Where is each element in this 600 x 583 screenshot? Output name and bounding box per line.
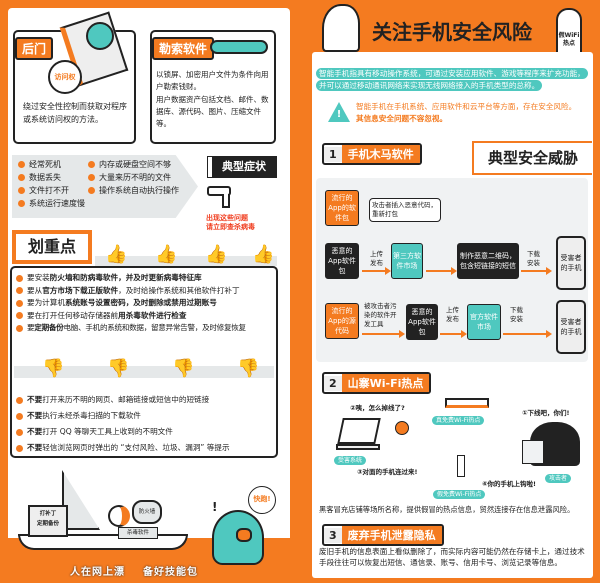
thumbs-up-icon: 👍 [105,244,128,265]
do-item: 要从官方市场下载正版软件，及时给操作系统和其他软件打补丁 [16,285,246,298]
download-label: 下载安装 [527,250,540,267]
real-hotspot-label: 真免费Wi-Fi热点 [432,416,485,425]
do-item: 要定期备份电脑、手机的系统和数据，留意异常告警，及时修复恢复 [16,322,246,335]
symptom-item: 系统运行速度慢 [18,197,85,210]
thumbs-down-band [14,366,274,378]
malicious-qr-sms: 制作恶意二维码，包含短链接的短信 [457,243,519,279]
fake-hotspot-icon [457,455,465,477]
router-icon [445,398,489,408]
hacker-face-icon [86,22,114,50]
person-head-icon [108,505,130,527]
thumbs-up-icon: 👍 [205,244,228,265]
popular-app-package: 流行的App的软件包 [325,190,359,226]
do-item: 要在打开任何移动存储器前用杀毒软件进行检查 [16,310,246,323]
antivirus-bag: 杀毒软件 [118,527,158,539]
do-item: 要安装防火墙和防病毒软件，并及时更新病毒特征库 [16,272,246,285]
symptom-item: 数据丢失 [18,171,85,184]
symptom-item: 操作系统自动执行操作 [88,184,179,197]
flow-arrow [362,330,405,338]
thumbs-down-icon: 👎 [107,358,130,379]
key-points-box: 要安装防火墙和防病毒软件，并及时更新病毒特征库 要从官方市场下载正版软件，及时给… [10,266,278,458]
wifi-step2: ②咦，怎么掉线了? [350,404,405,412]
warning-text: 智能手机在手机系统、应用软件和云平台等方面，存在安全风险。其信息安全问题不容忽视… [356,102,577,123]
thumbs-down-icon: 👎 [237,358,260,379]
thumbs-up-icon: 👍 [155,244,178,265]
access-badge-label: 访问权 [54,73,76,81]
symptoms-title: 典型症状 [207,156,277,178]
ransomware-title: 勒索软件 [152,37,215,60]
wifi-desc: 黑客冒充店铺等场所名称，提供假冒的热点信息，贸然连接存在信息泄露风险。 [319,505,575,514]
donts-list: 不要打开来历不明的网页、邮箱链接或短信中的短链接 不要执行未经杀毒扫描的下载软件… [16,392,230,456]
flow-arrow [503,330,552,338]
dos-list: 要安装防火墙和防病毒软件，并及时更新病毒特征库 要从官方市场下载正版软件，及时给… [16,272,246,335]
upload-label-2: 上传发布 [446,306,459,323]
thumbs-down-icon: 👎 [172,358,195,379]
thumbs-up-band [95,256,277,266]
firewall-bag: 防火墙 [132,500,162,524]
upload-label: 上传发布 [370,250,383,267]
symptoms-warning: 出现这些问题 请立即查杀病毒 [206,214,255,231]
symptoms-col1: 经常死机 数据丢失 文件打不开 系统运行速度慢 [18,158,85,210]
flow-arrow [426,267,457,275]
backdoor-desc: 绕过安全性控制而获取对程序或系统访问权的方法。 [23,102,127,124]
ransomware-desc1: 以锁屏、加密用户文件为条件向用户勒索钱财。 [156,70,269,91]
download-label-2: 下载安装 [510,306,523,323]
key-points-title: 划重点 [12,230,92,264]
attacker-laptop-icon [522,440,544,464]
signal-blocked-icon [395,421,409,435]
thumbs-down-icon: 👎 [42,358,65,379]
malicious-app-package-2: 恶意的App软件包 [406,304,438,340]
wifi-step3: ③对面的手机连过来! [357,468,418,476]
page-title: 关注手机安全风险 [372,20,532,44]
symptoms-col2: 内存或硬盘空间不够 大量来历不明的文件 操作系统自动执行操作 [88,158,179,197]
ransomware-desc2: 用户数据资产包括文档、邮件、数据库、源代码、图片、压缩文件等。 [156,95,269,128]
attacker-label: 攻击者 [545,474,572,483]
dont-item: 不要执行未经杀毒扫描的下载软件 [16,408,230,424]
hand-icon [207,186,231,196]
victim-label: 受害系统 [334,456,367,465]
attacker-note: 攻击者插入恶意代码，重新打包 [369,198,441,222]
symptoms-band [12,155,198,218]
symptom-item: 经常死机 [18,158,85,171]
flow-arrow [362,267,391,275]
exclamation-icon: ! [212,500,218,514]
flow-arrow [440,330,467,338]
intro-banner: 智能手机指具有移动操作系统，可通过安装应用软件、游戏等程序来扩充功能，并可以通过… [316,68,590,92]
slogan: 人在网上漂备好技能包 [70,567,198,578]
popular-app-source: 流行的App的源代码 [325,303,359,339]
shark-speech-bubble: 快跑! [248,486,276,514]
dont-item: 不要打开 QQ 等聊天工具上收到的不明文件 [16,424,230,440]
victim-phone: 受害者的手机 [556,236,586,290]
do-item: 要为计算机系统账号设置密码，及时删除或禁用过期账号 [16,297,246,310]
dont-item: 不要打开来历不明的网页、邮箱链接或短信中的短链接 [16,392,230,408]
access-badge: 访问权 [48,60,82,94]
flow-arrow [521,267,552,275]
victim-phone-2: 受害者的手机 [556,300,586,354]
thumbs-up-icon: 👍 [252,244,275,265]
backdoor-title: 后门 [15,37,54,60]
horse-mascot-icon [322,4,360,52]
symptom-item: 文件打不开 [18,184,85,197]
malicious-app-package: 恶意的App软件包 [325,243,359,279]
laptop-base-icon [336,444,380,450]
polluted-tool-label: 被攻击者污染的软件开发工具 [364,302,397,328]
shark-mouth-icon [236,528,252,542]
laptop-icon [337,418,381,444]
official-market: 官方软件市场 [467,304,501,340]
discarded-phone-desc: 废旧手机的信息表面上看似删除了，而实际内容可能仍然在存储卡上，通过技术手段往往可… [319,547,585,567]
symptom-item: 内存或硬盘空间不够 [88,158,179,171]
symptom-item: 大量来历不明的文件 [88,171,179,184]
threats-title: 典型安全威胁 [472,141,592,175]
hand-grab-icon [210,40,268,54]
hand-finger-icon [222,194,230,208]
wifi-step1: ①下线吧，你们! [522,409,570,417]
third-party-market: 第三方软件市场 [391,243,423,279]
wifi-step4: ④你的手机上钩啦! [482,480,536,488]
sign-board: 打补丁 定期备份 [28,505,68,537]
dont-item: 不要轻信浏览网页时弹出的 “支付风险、垃圾、漏洞” 等提示 [16,440,230,456]
fake-hotspot-label: 假免费Wi-Fi热点 [433,490,486,499]
